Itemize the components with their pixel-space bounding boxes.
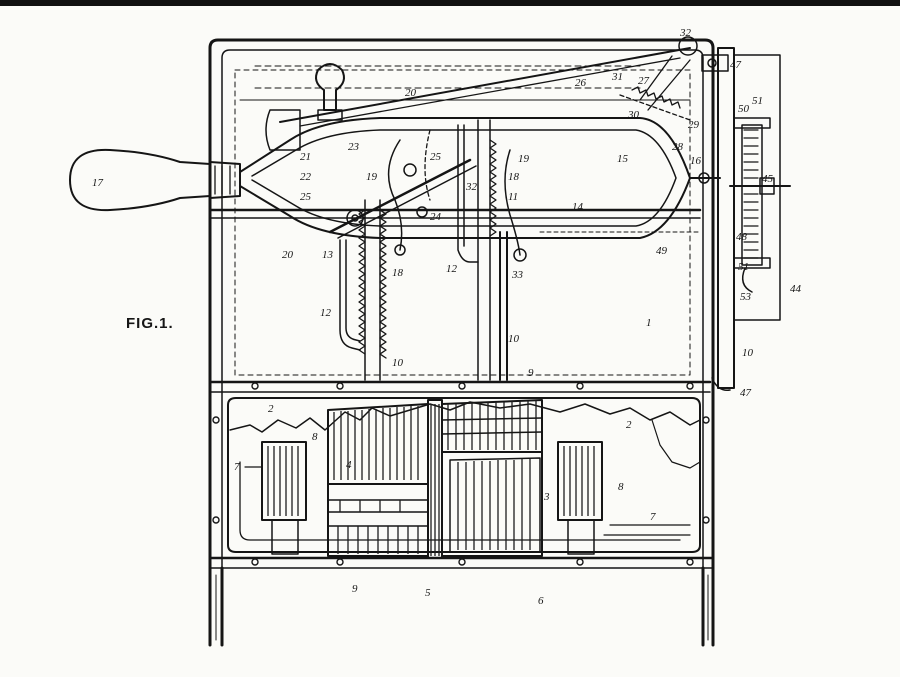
label-48: 48 bbox=[736, 231, 748, 243]
label-45: 45 bbox=[762, 173, 774, 185]
upper-mechanism bbox=[69, 36, 721, 381]
label-31: 31 bbox=[611, 71, 623, 83]
label-2-left: 2 bbox=[268, 403, 274, 415]
label-24: 24 bbox=[430, 211, 442, 223]
label-25-left: 25 bbox=[300, 191, 312, 203]
label-13: 13 bbox=[322, 249, 334, 261]
label-51-bottom: 51 bbox=[738, 261, 749, 273]
label-10-mid: 10 bbox=[508, 333, 520, 345]
label-18-left: 18 bbox=[392, 267, 404, 279]
label-19-right: 19 bbox=[518, 153, 530, 165]
label-28: 28 bbox=[672, 141, 684, 153]
label-21: 21 bbox=[300, 151, 311, 163]
label-7-left: 7 bbox=[234, 461, 240, 473]
label-15: 15 bbox=[617, 153, 629, 165]
label-19-left: 19 bbox=[366, 171, 378, 183]
label-10-left: 10 bbox=[392, 357, 404, 369]
label-47-top: 47 bbox=[730, 59, 742, 71]
label-49: 49 bbox=[656, 245, 668, 257]
label-25-right: 25 bbox=[430, 151, 442, 163]
label-32-mid: 32 bbox=[465, 181, 478, 193]
label-17: 17 bbox=[92, 177, 104, 189]
label-10-right: 10 bbox=[742, 347, 754, 359]
label-16: 16 bbox=[690, 155, 702, 167]
label-4: 4 bbox=[346, 459, 352, 471]
top-border bbox=[0, 0, 900, 6]
label-11: 11 bbox=[508, 191, 518, 203]
label-12-right: 12 bbox=[446, 263, 458, 275]
label-32: 32 bbox=[679, 27, 692, 39]
label-51-top: 51 bbox=[752, 95, 763, 107]
label-22: 22 bbox=[300, 171, 312, 183]
label-47-bottom: 47 bbox=[740, 387, 752, 399]
label-29: 29 bbox=[688, 119, 700, 131]
label-7-right: 7 bbox=[650, 511, 656, 523]
label-8-right: 8 bbox=[618, 481, 624, 493]
label-44: 44 bbox=[790, 283, 802, 295]
label-23: 23 bbox=[348, 141, 360, 153]
label-2-right: 2 bbox=[626, 419, 632, 431]
label-3: 3 bbox=[543, 491, 550, 503]
reference-numerals: 17 32 47 47 20 20 26 31 27 30 29 28 51 5… bbox=[92, 27, 802, 607]
label-30: 30 bbox=[627, 109, 640, 121]
label-12-left: 12 bbox=[320, 307, 332, 319]
label-5: 5 bbox=[425, 587, 431, 599]
rack-left bbox=[358, 199, 387, 381]
label-53: 53 bbox=[740, 291, 752, 303]
label-27: 27 bbox=[638, 75, 650, 87]
label-6: 6 bbox=[538, 595, 544, 607]
label-50: 50 bbox=[738, 103, 750, 115]
label-9-top: 9 bbox=[528, 367, 534, 379]
label-1: 1 bbox=[646, 317, 652, 329]
label-14: 14 bbox=[572, 201, 584, 213]
figure-title: FIG.1. bbox=[126, 315, 174, 332]
label-33: 33 bbox=[511, 269, 524, 281]
rack-right bbox=[477, 119, 508, 381]
label-8-left: 8 bbox=[312, 431, 318, 443]
lower-compartment bbox=[227, 397, 701, 559]
label-26: 26 bbox=[575, 77, 587, 89]
label-9-bottom: 9 bbox=[352, 583, 358, 595]
label-20-bottom: 20 bbox=[282, 249, 294, 261]
label-20-top: 20 bbox=[405, 87, 417, 99]
side-gauge bbox=[701, 47, 791, 391]
label-18-right: 18 bbox=[508, 171, 520, 183]
